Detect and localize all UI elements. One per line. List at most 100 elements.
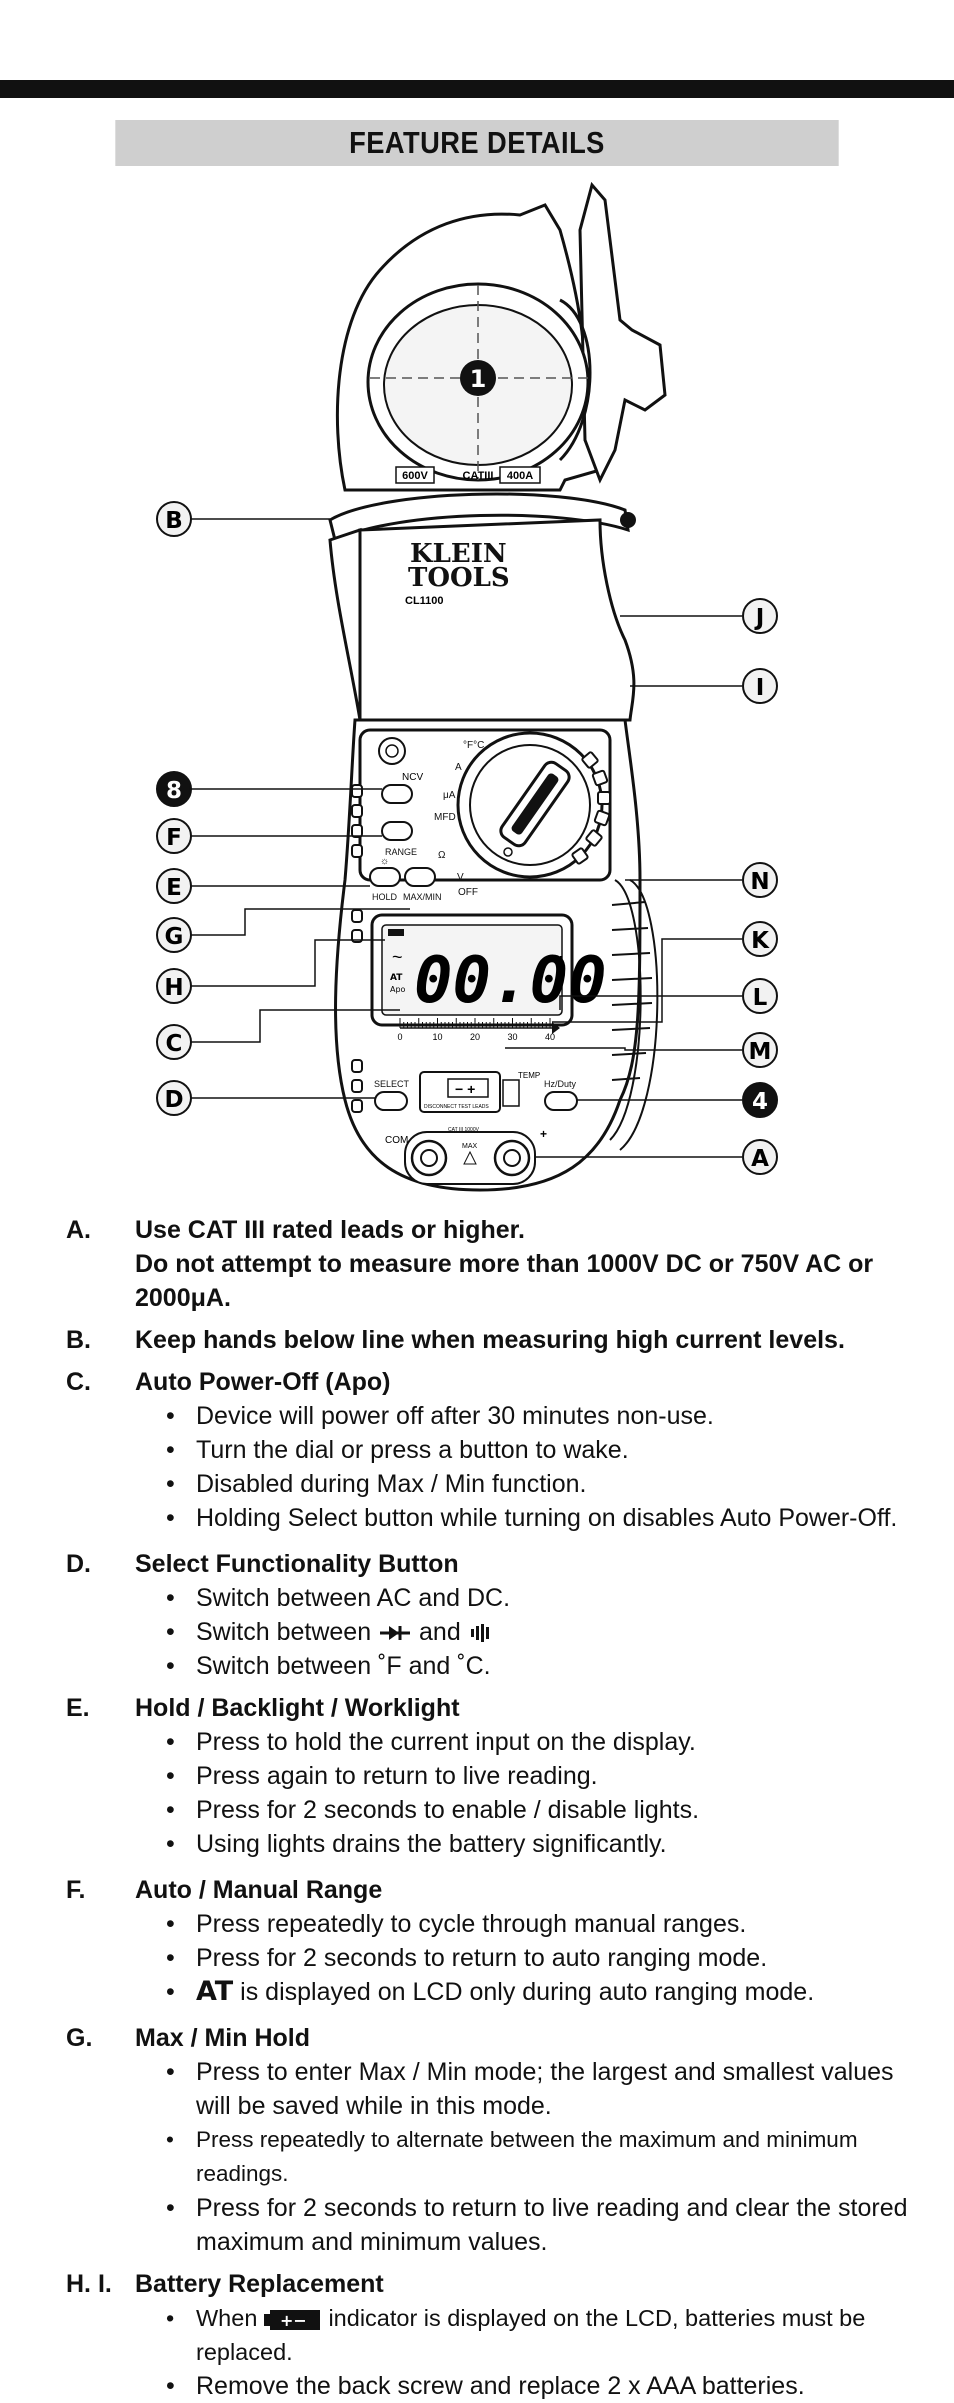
- section-letter: B.: [66, 1326, 91, 1354]
- heading-line: Battery Replacement: [135, 2270, 384, 2298]
- range-button[interactable]: [381, 821, 413, 841]
- maxmin-button[interactable]: [404, 867, 436, 887]
- svg-text:M: M: [749, 1039, 772, 1065]
- hold-button[interactable]: [369, 867, 401, 887]
- clamp-meter-diagram: 1 600V CATIII 400A: [156, 181, 778, 1192]
- callout-h: H: [156, 968, 192, 1004]
- rating-right: 400A: [507, 470, 533, 482]
- meter-jaw: [335, 181, 667, 492]
- lcd-battery-icon: [388, 929, 404, 936]
- svg-text:K: K: [751, 928, 770, 954]
- callouts-right: J I N K L M 4 A: [742, 598, 778, 1175]
- dial-label-temp: °F°C: [463, 740, 484, 751]
- bullet-list: •Switch between AC and DC. •Switch betwe…: [166, 1581, 926, 1683]
- section-heading: Keep hands below line when measuring hig…: [135, 1323, 926, 1357]
- section-hi: H. I. Battery Replacement •When +− indic…: [66, 2267, 926, 2403]
- bullet-list: •Press repeatedly to cycle through manua…: [166, 1907, 926, 2009]
- dial-label-microamps: μA: [443, 790, 456, 801]
- select-mode-button[interactable]: [381, 784, 413, 804]
- list-item: •Remove the back screw and replace 2 x A…: [166, 2372, 805, 2400]
- lcd-value: 00.00: [414, 944, 607, 1018]
- feature-descriptions: A. Use CAT III rated leads or higher. Do…: [66, 1213, 926, 2403]
- list-item: •Switch between and: [166, 1615, 926, 1649]
- callout-n: N: [742, 862, 778, 898]
- com-label: COM: [385, 1135, 408, 1146]
- callout-4: 4: [742, 1082, 778, 1118]
- section-g: G. Max / Min Hold •Press to enter Max / …: [66, 2021, 926, 2259]
- bullet-list: •When +− indicator is displayed on the L…: [166, 2301, 926, 2403]
- bullet-list: •Press to hold the current input on the …: [166, 1725, 926, 1861]
- section-letter: A.: [66, 1216, 91, 1244]
- scale-tick-label: 20: [470, 1032, 480, 1042]
- section-letter: H. I.: [66, 2270, 112, 2298]
- battery-door: − + DISCONNECT TEST LEADS TEMP: [419, 1071, 540, 1113]
- section-letter: F.: [66, 1876, 86, 1904]
- rotary-dial[interactable]: [456, 731, 611, 879]
- callout-j: J: [742, 598, 778, 634]
- select-button[interactable]: [374, 1091, 408, 1111]
- section-b: B. Keep hands below line when measuring …: [66, 1323, 926, 1357]
- lcd-display: ~ AT Apo 00.00 V: [370, 913, 607, 1027]
- scale-tick-label: 30: [507, 1032, 517, 1042]
- callouts-left: B 8 F E G H C D: [156, 501, 192, 1116]
- section-letter: G.: [66, 2024, 93, 2052]
- heading-line: Auto / Manual Range: [135, 1876, 383, 1904]
- range-label: RANGE: [385, 847, 417, 857]
- list-item: •Device will power off after 30 minutes …: [166, 1402, 714, 1430]
- callout-i: I: [742, 668, 778, 704]
- brand-line1: KLEIN: [410, 539, 507, 569]
- section-heading: Auto Power-Off (Apo): [135, 1365, 926, 1399]
- svg-text:I: I: [756, 675, 765, 701]
- rating-strip: 600V CATIII 400A: [395, 466, 541, 484]
- brand-line2: TOOLS: [408, 563, 510, 593]
- list-item: •Press to hold the current input on the …: [166, 1728, 696, 1756]
- jaw-marker: [460, 360, 496, 396]
- section-heading: Use CAT III rated leads or higher. Do no…: [135, 1213, 926, 1315]
- scale-tick-label: 10: [432, 1032, 442, 1042]
- callout-c: C: [156, 1024, 192, 1060]
- lcd-apo: Apo: [390, 985, 406, 994]
- list-item: •When +− indicator is displayed on the L…: [166, 2305, 866, 2365]
- jack-ratings: CAT III 1000V: [448, 1127, 480, 1133]
- callout-f: F: [156, 818, 192, 854]
- svg-text:B: B: [165, 508, 183, 534]
- scale-tick-label: 0: [397, 1032, 402, 1042]
- rating-left: 600V: [402, 470, 428, 482]
- maxmin-label: MAX/MIN: [403, 892, 442, 902]
- callout-l: L: [742, 978, 778, 1014]
- lcd-wave-symbol: ~: [392, 947, 403, 967]
- callout-k: K: [742, 921, 778, 957]
- section-a: A. Use CAT III rated leads or higher. Do…: [66, 1213, 926, 1315]
- list-item: •Press for 2 seconds to return to live r…: [166, 2194, 908, 2256]
- heading-line: Do not attempt to measure more than 1000…: [135, 1250, 874, 1312]
- list-item: •Disabled during Max / Min function.: [166, 1470, 587, 1498]
- svg-text:G: G: [165, 924, 184, 950]
- heading-line: Keep hands below line when measuring hig…: [135, 1326, 845, 1354]
- list-item: •Press repeatedly to alternate between t…: [166, 2127, 858, 2186]
- section-letter: D.: [66, 1550, 91, 1578]
- at-symbol: AT: [196, 1976, 234, 2007]
- section-banner: FEATURE DETAILS: [115, 120, 839, 166]
- diode-icon: [380, 1626, 411, 1641]
- section-heading: Max / Min Hold: [135, 2021, 926, 2055]
- hz-duty-button[interactable]: [544, 1091, 578, 1111]
- heading-line: Hold / Backlight / Worklight: [135, 1694, 460, 1722]
- input-jacks: COM + MAX CAT III 1000V: [385, 1127, 547, 1185]
- section-e: E. Hold / Backlight / Worklight •Press t…: [66, 1691, 926, 1861]
- list-item: •Press for 2 seconds to enable / disable…: [166, 1796, 700, 1824]
- svg-text:N: N: [750, 869, 769, 895]
- section-d: D. Select Functionality Button •Switch b…: [66, 1547, 926, 1683]
- section-letter: E.: [66, 1694, 90, 1722]
- bullet-list: •Press to enter Max / Min mode; the larg…: [166, 2055, 926, 2259]
- list-item: •AT is displayed on LCD only during auto…: [166, 1976, 815, 2007]
- svg-text:E: E: [166, 875, 182, 901]
- lcd-unit: V: [553, 954, 563, 968]
- callout-leaders: [190, 518, 742, 1158]
- backlight-icon: ☼: [380, 856, 389, 867]
- max-label: MAX: [462, 1143, 478, 1150]
- model-number: CL1100: [405, 595, 444, 607]
- battery-icon: +−: [263, 2309, 320, 2330]
- section-letter: C.: [66, 1368, 91, 1396]
- callout-d: D: [156, 1080, 192, 1116]
